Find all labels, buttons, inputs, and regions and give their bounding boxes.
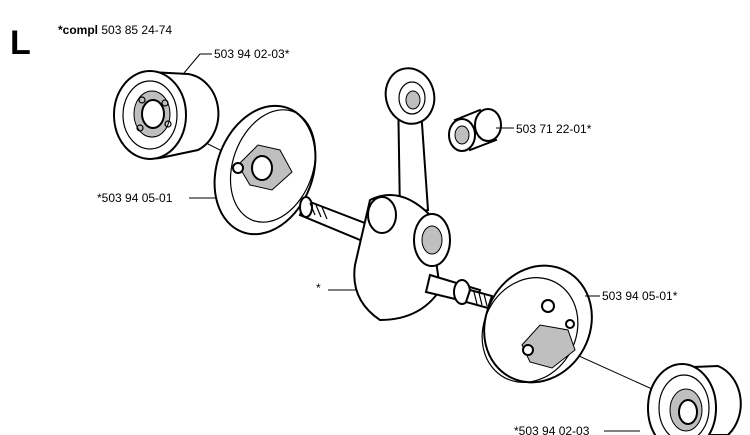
label-bearing-bottom: *503 94 02-03 bbox=[514, 424, 590, 435]
crankshaft bbox=[298, 194, 494, 322]
assembly-part-number: 503 85 24-74 bbox=[101, 23, 172, 37]
assembly-number: *compl 503 85 24-74 bbox=[58, 23, 172, 37]
label-crankshaft: * bbox=[316, 281, 321, 295]
main-bearing-top bbox=[113, 70, 220, 160]
flywheel-left bbox=[213, 104, 317, 236]
label-flywheel-left: *503 94 05-01 bbox=[97, 191, 173, 205]
label-flywheel-right: 503 94 05-01* bbox=[602, 289, 678, 303]
label-bearing-top: 503 94 02-03* bbox=[214, 47, 290, 61]
leader-bearing-top bbox=[183, 53, 201, 74]
flywheel-right bbox=[481, 264, 593, 384]
needle-bearing bbox=[448, 108, 502, 152]
label-needle-bearing: 503 71 22-01* bbox=[516, 122, 592, 136]
connecting-rod bbox=[384, 67, 436, 217]
main-bearing-bottom bbox=[647, 363, 742, 435]
assembly-prefix: *compl bbox=[58, 23, 98, 37]
section-letter: L bbox=[10, 24, 31, 62]
